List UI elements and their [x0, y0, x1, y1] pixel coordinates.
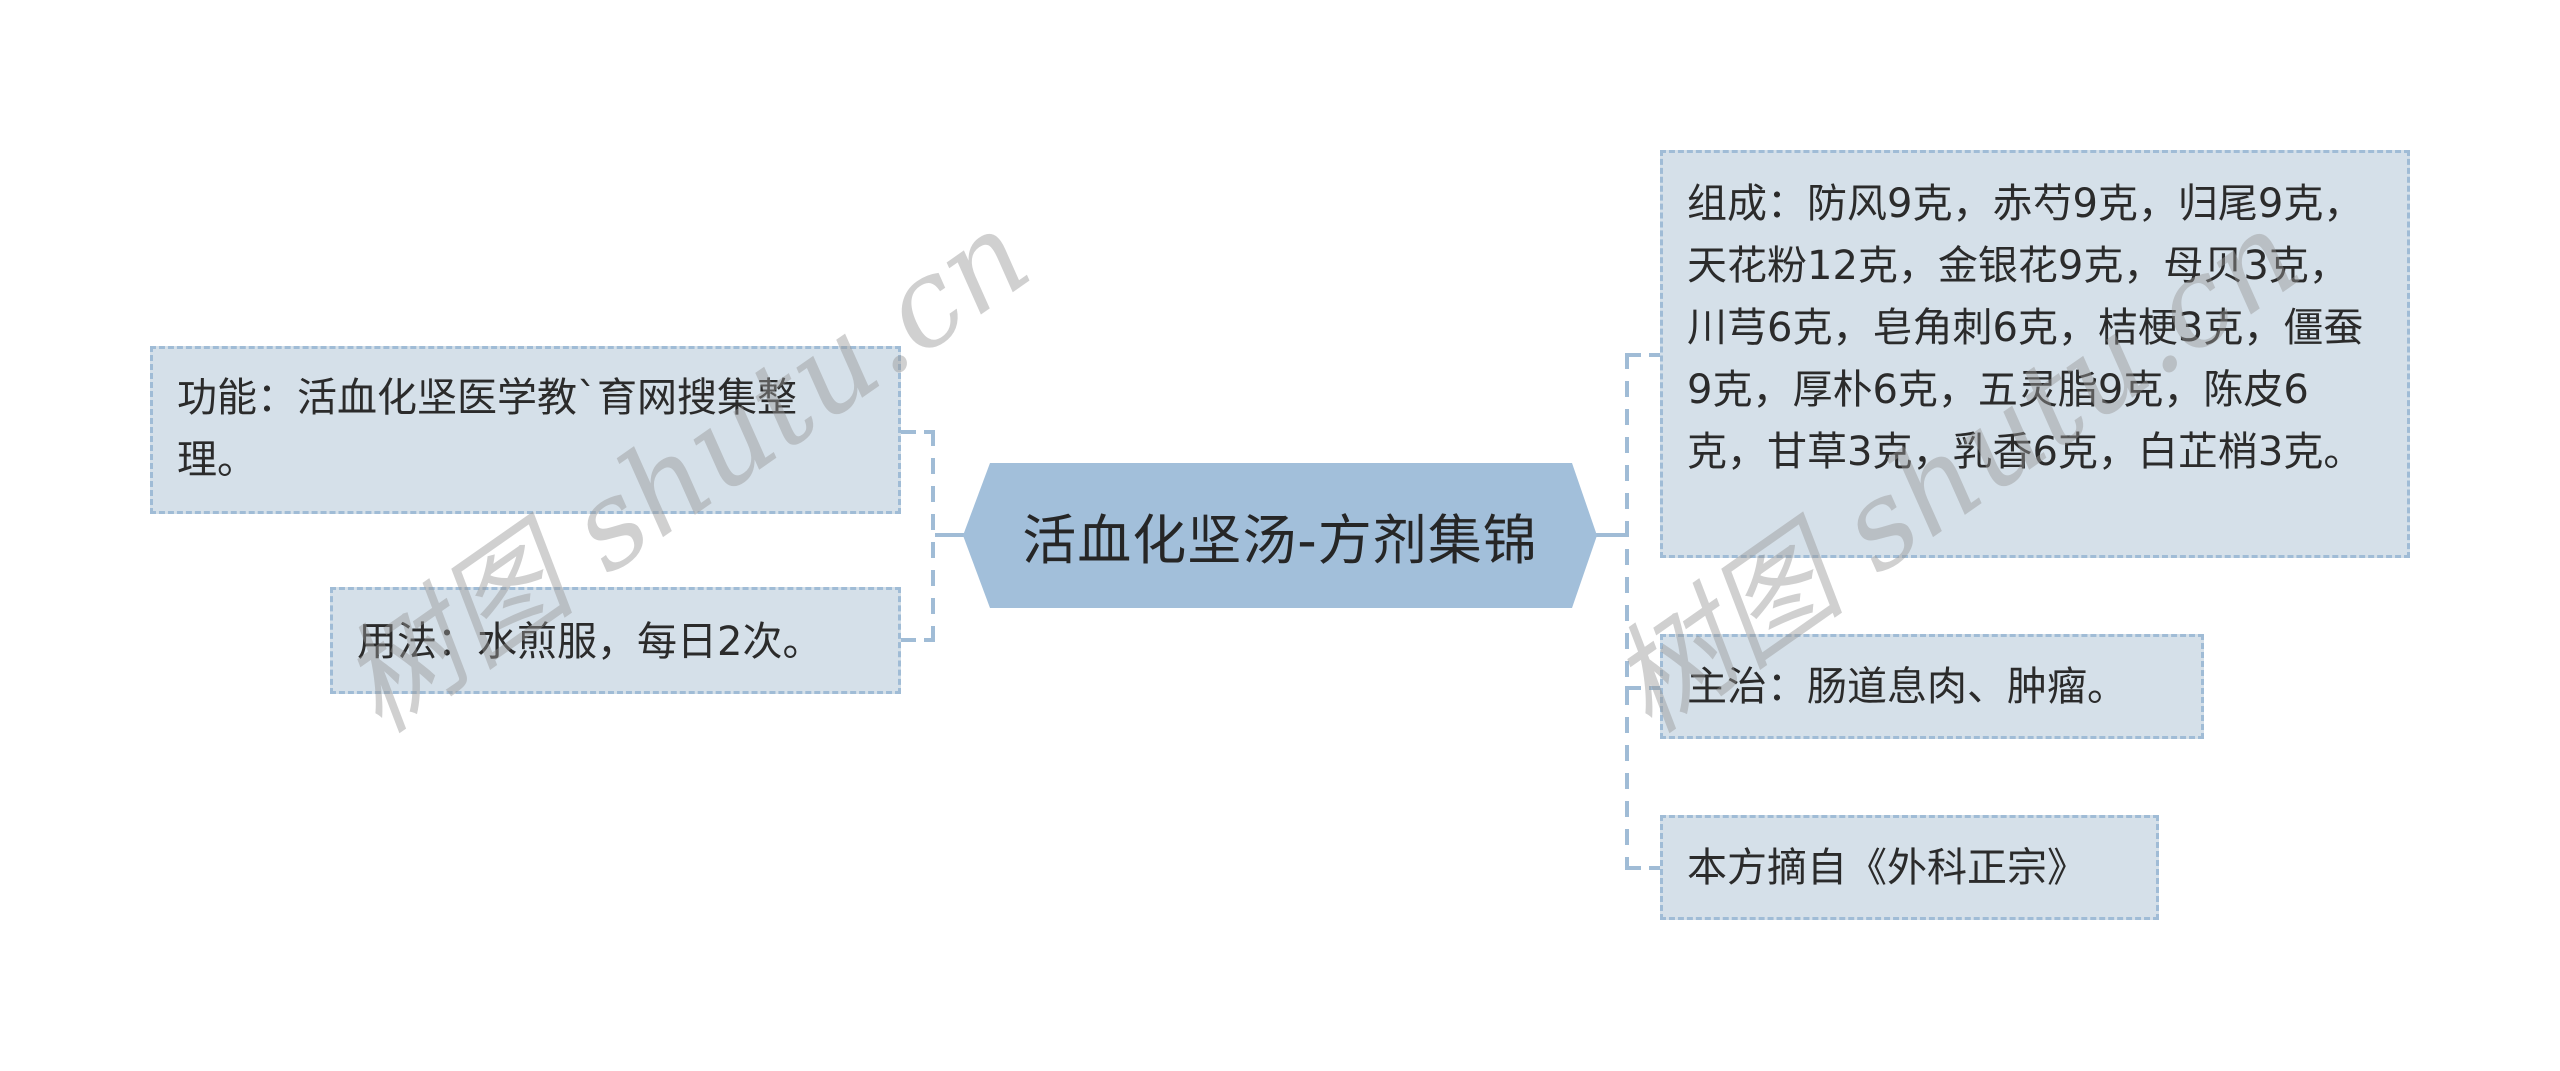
node-usage-label: 用法：水煎服，每日2次。 [357, 619, 823, 665]
connector-right-trunk [1625, 353, 1629, 869]
node-indication-label: 主治：肠道息肉、肿瘤。 [1687, 664, 2127, 710]
node-source[interactable]: 本方摘自《外科正宗》 [1660, 815, 2159, 920]
connector-root-left [935, 533, 965, 537]
connector-left-trunk [931, 430, 935, 642]
node-source-label: 本方摘自《外科正宗》 [1687, 845, 2087, 891]
node-function-label: 功能：活血化坚医学教`育网搜集整理。 [177, 375, 797, 483]
root-node[interactable]: 活血化坚汤-方剂集锦 [963, 463, 1597, 608]
connector-left-function [900, 430, 934, 434]
node-indication[interactable]: 主治：肠道息肉、肿瘤。 [1660, 634, 2204, 739]
connector-right-source [1625, 866, 1661, 870]
connector-right-indication [1625, 686, 1661, 690]
node-usage[interactable]: 用法：水煎服，每日2次。 [330, 587, 901, 694]
connector-root-right [1595, 533, 1629, 537]
root-node-label: 活血化坚汤-方剂集锦 [1022, 509, 1538, 572]
connector-right-composition [1625, 353, 1661, 357]
node-composition-label: 组成：防风9克，赤芍9克，归尾9克，天花粉12克，金银花9克，母贝3克，川芎6克… [1687, 181, 2364, 475]
connector-left-usage [900, 638, 934, 642]
node-composition[interactable]: 组成：防风9克，赤芍9克，归尾9克，天花粉12克，金银花9克，母贝3克，川芎6克… [1660, 150, 2410, 558]
node-function[interactable]: 功能：活血化坚医学教`育网搜集整理。 [150, 346, 901, 514]
